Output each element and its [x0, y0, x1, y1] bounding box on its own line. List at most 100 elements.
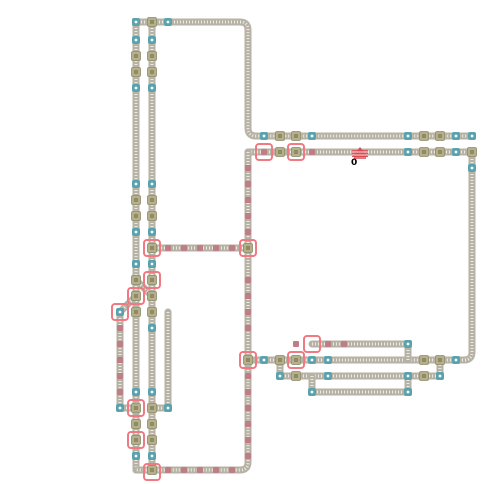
- blocked-cell: [197, 245, 203, 251]
- switch-core: [150, 214, 154, 218]
- blocked-cell: [117, 325, 123, 331]
- blocked-cell: [229, 467, 235, 473]
- signal-lamp: [262, 358, 266, 362]
- blocked-cell: [245, 213, 251, 219]
- signal-lamp: [310, 134, 314, 138]
- blocked-cell: [117, 373, 123, 379]
- signal-lamp: [150, 182, 154, 186]
- signal-lamp: [406, 390, 410, 394]
- blocked-cell: [165, 245, 171, 251]
- switch-core: [150, 422, 154, 426]
- switch-core: [134, 198, 138, 202]
- selection-marker-icon[interactable]: [127, 399, 145, 417]
- switch-core: [438, 358, 442, 362]
- selection-marker-icon[interactable]: [239, 239, 257, 257]
- train[interactable]: 0: [351, 147, 368, 168]
- selection-marker-icon[interactable]: [111, 303, 129, 321]
- selection-marker-icon[interactable]: [143, 463, 161, 481]
- switch-core: [278, 358, 282, 362]
- signal-lamp: [134, 230, 138, 234]
- blocked-cell: [181, 467, 187, 473]
- selection-marker-icon[interactable]: [303, 335, 321, 353]
- blocked-cell: [213, 245, 219, 251]
- switch-core: [150, 406, 154, 410]
- switch-core: [294, 150, 298, 154]
- signal-lamp: [150, 454, 154, 458]
- switch-core: [422, 134, 426, 138]
- switch-core: [422, 358, 426, 362]
- train-counter: 0: [351, 158, 357, 168]
- signal-lamp: [150, 262, 154, 266]
- signal-lamp: [454, 150, 458, 154]
- track-layer: [116, 18, 476, 474]
- switch-core: [294, 358, 298, 362]
- rail-sleepers: [134, 20, 470, 470]
- signal-lamp: [454, 134, 458, 138]
- signal-lamp: [134, 38, 138, 42]
- blocked-cell: [245, 373, 251, 379]
- blocked-cell: [261, 149, 267, 155]
- switch-core: [278, 134, 282, 138]
- blocked-cell: [341, 341, 347, 347]
- selection-marker-icon[interactable]: [143, 239, 161, 257]
- switch-core: [134, 406, 138, 410]
- switch-core: [438, 150, 442, 154]
- switch-core: [134, 310, 138, 314]
- blocked-cell: [229, 245, 235, 251]
- blocked-cell: [293, 341, 299, 347]
- selection-marker-icon[interactable]: [127, 431, 145, 449]
- signal-lamp: [150, 86, 154, 90]
- selection-marker-icon[interactable]: [255, 143, 273, 161]
- signal-lamp: [134, 262, 138, 266]
- signal-lamp: [454, 358, 458, 362]
- rail-sleepers: [278, 360, 442, 378]
- blocked-cell: [309, 149, 315, 155]
- blocked-cell: [245, 405, 251, 411]
- signal-lamp: [166, 20, 170, 24]
- switch-core: [150, 438, 154, 442]
- switch-core: [134, 422, 138, 426]
- signal-lamp: [118, 406, 122, 410]
- switch-core: [134, 294, 138, 298]
- selection-marker-icon[interactable]: [239, 351, 257, 369]
- blocked-cell: [245, 437, 251, 443]
- signal-lamp: [406, 134, 410, 138]
- cell-layer: [117, 149, 347, 473]
- switch-core: [150, 294, 154, 298]
- signal-lamp: [310, 358, 314, 362]
- signal-lamp: [134, 86, 138, 90]
- switch-core: [134, 214, 138, 218]
- selection-marker-icon[interactable]: [127, 287, 145, 305]
- selection-marker-icon[interactable]: [287, 143, 305, 161]
- signal-lamp: [310, 390, 314, 394]
- blocked-cell: [245, 181, 251, 187]
- blocked-cell: [245, 293, 251, 299]
- switch-core: [470, 150, 474, 154]
- blocked-cell: [245, 165, 251, 171]
- switch-core: [294, 134, 298, 138]
- blocked-cell: [325, 341, 331, 347]
- signal-lamp: [150, 326, 154, 330]
- blocked-cell: [197, 467, 203, 473]
- switch-core: [150, 468, 154, 472]
- train-icon: [352, 147, 368, 159]
- selection-marker-icon[interactable]: [287, 351, 305, 369]
- switch-core: [134, 438, 138, 442]
- selection-marker-icon[interactable]: [143, 271, 161, 289]
- switch-core: [150, 246, 154, 250]
- switch-core: [150, 198, 154, 202]
- signal-lamp: [134, 182, 138, 186]
- signal-lamp: [262, 134, 266, 138]
- switch-core: [438, 134, 442, 138]
- blocked-cell: [117, 341, 123, 347]
- signal-lamp: [118, 310, 122, 314]
- blocked-cell: [165, 467, 171, 473]
- blocked-cell: [245, 453, 251, 459]
- blocked-cell: [245, 325, 251, 331]
- switch-core: [150, 70, 154, 74]
- blocked-cell: [245, 421, 251, 427]
- blocked-cell: [245, 229, 251, 235]
- switch-core: [150, 278, 154, 282]
- blocked-cell: [181, 245, 187, 251]
